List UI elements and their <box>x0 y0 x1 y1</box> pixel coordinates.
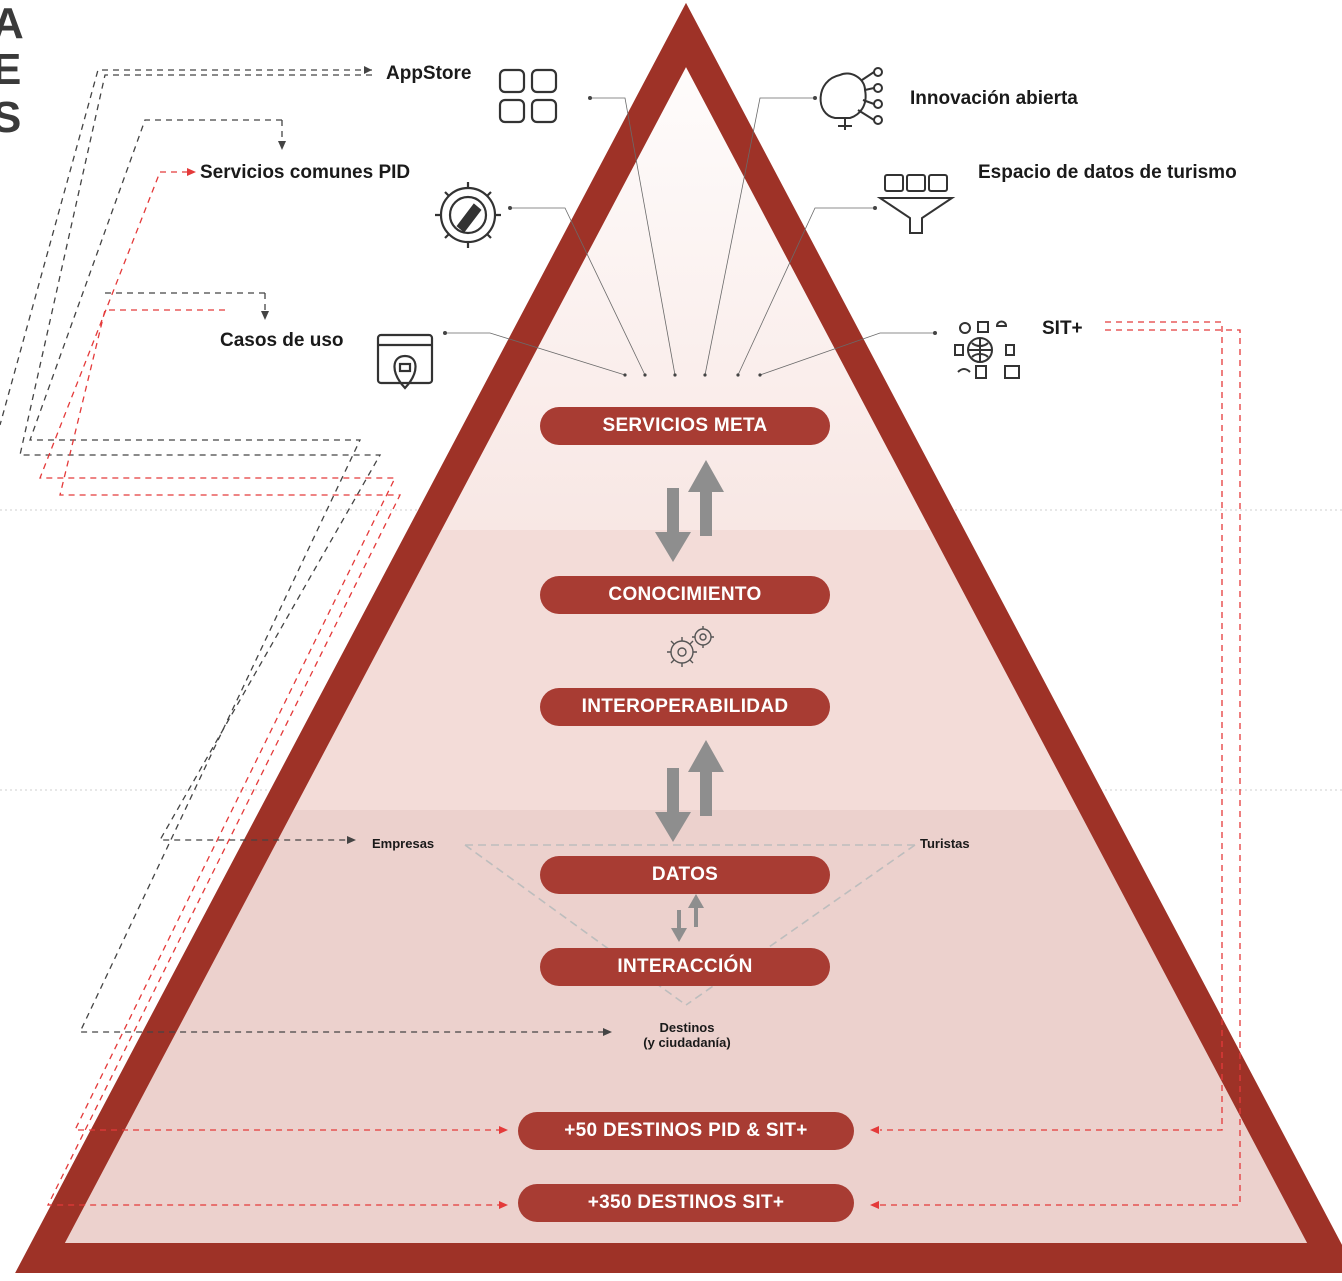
left-dashed-connectors <box>0 69 605 1206</box>
destinos-label: Destinos (y ciudadanía) <box>612 1020 762 1050</box>
turistas-label: Turistas <box>920 836 970 851</box>
gears-icon <box>667 626 714 667</box>
edge-letter-e: E <box>0 45 21 94</box>
brain-circuit-icon <box>819 67 883 130</box>
layer-interaccion: INTERACCIÓN <box>540 948 830 986</box>
destinos-pid-sit-pill: +50 DESTINOS PID & SIT+ <box>518 1112 854 1150</box>
service-converging-lines <box>445 97 935 376</box>
espacio-datos-label: Espacio de datos de turismo <box>978 162 1237 183</box>
transfer-arrows-lower <box>655 740 724 842</box>
layer-interoperabilidad: INTEROPERABILIDAD <box>540 688 830 726</box>
pyramid-frame <box>15 2 1342 1273</box>
appstore-label: AppStore <box>386 63 472 84</box>
sit-label: SIT+ <box>1042 318 1083 339</box>
left-arrow-heads <box>187 66 612 1209</box>
destinos-sit-pill: +350 DESTINOS SIT+ <box>518 1184 854 1222</box>
layer-servicios-meta: SERVICIOS META <box>540 407 830 445</box>
data-funnel-icon <box>876 174 956 234</box>
servicios-comunes-label: Servicios comunes PID <box>200 162 411 183</box>
network-globe-icon <box>954 320 1020 379</box>
layer-conocimiento: CONOCIMIENTO <box>540 576 830 614</box>
edge-letter-s: S <box>0 93 21 142</box>
transfer-arrows-upper <box>655 460 724 562</box>
app-grid-icon <box>498 68 558 124</box>
layer-datos: DATOS <box>540 856 830 894</box>
innovacion-label: Innovación abierta <box>910 88 1078 109</box>
gear-pencil-icon <box>435 182 501 248</box>
edge-letter-a: A <box>0 0 24 48</box>
right-arrow-heads <box>870 1126 879 1209</box>
right-dashed-connectors <box>880 321 1241 1206</box>
casos-de-uso-label: Casos de uso <box>220 330 344 351</box>
location-window-icon <box>376 333 434 390</box>
destinos-line-1: Destinos <box>659 1020 715 1035</box>
edge-letters: A E S <box>0 0 24 142</box>
transfer-arrows-small <box>671 894 704 942</box>
empresas-label: Empresas <box>372 836 435 851</box>
destinos-line-2: (y ciudadanía) <box>643 1035 731 1050</box>
service-line-dots <box>443 96 937 377</box>
